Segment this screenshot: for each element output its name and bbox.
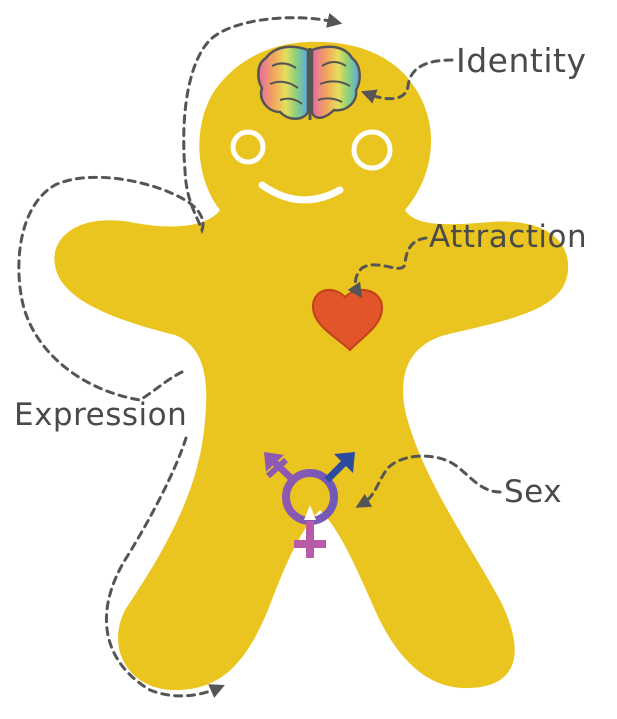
- transgender-symbol-icon: [264, 452, 355, 558]
- smile: [258, 181, 344, 204]
- left-eye: [230, 129, 266, 165]
- right-eye: [351, 129, 393, 171]
- brain-folds: [269, 61, 351, 105]
- symbol-notch: [304, 505, 316, 520]
- identity-label: Identity: [456, 41, 587, 80]
- symbol-trans-crossbar: [266, 457, 288, 479]
- sex-arrow: [355, 454, 502, 508]
- body-shape: [54, 41, 569, 690]
- expression-outline-arrow: [17, 13, 343, 402]
- symbol-trans-arrowhead: [264, 452, 284, 472]
- symbol-male-arrowhead: [334, 452, 355, 473]
- gingerbread-body: [54, 41, 569, 690]
- attraction-label: Attraction: [429, 219, 588, 255]
- dashed-arrows: [17, 13, 502, 698]
- expression-lower-arrow: [104, 436, 225, 698]
- sex-label: Sex: [504, 474, 563, 510]
- expression-label: Expression: [14, 397, 188, 433]
- identity-arrow: [360, 58, 454, 104]
- heart-icon: [311, 288, 384, 352]
- rainbow-brain-icon: [257, 45, 361, 120]
- face: [230, 129, 393, 204]
- attraction-arrow: [347, 236, 428, 299]
